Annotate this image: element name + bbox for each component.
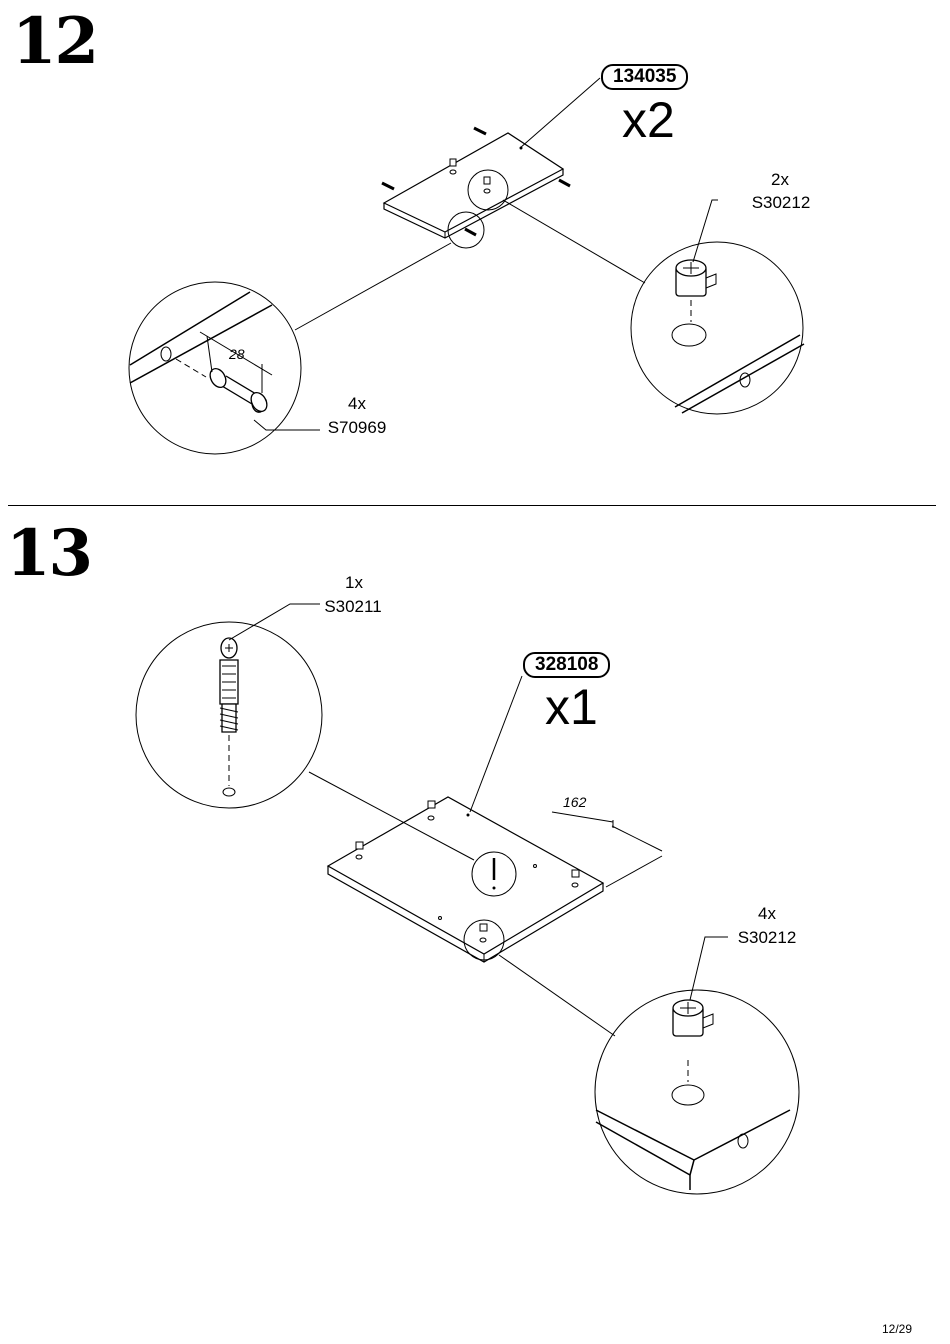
dowel-qty-label: 4x <box>348 394 366 413</box>
part-quantity: x1 <box>545 679 598 735</box>
panel-328108 <box>328 797 603 962</box>
dimension-label: 28 <box>229 346 245 362</box>
detail-bolt-13 <box>136 604 322 808</box>
detail-dowel-12 <box>129 282 320 454</box>
step-divider <box>8 505 936 506</box>
dimension-label: 162 <box>563 794 587 810</box>
part-quantity: x2 <box>622 92 675 148</box>
part-number-badge: 134035 <box>601 64 689 90</box>
panel-134035 <box>382 128 570 248</box>
step-number-13: 13 <box>6 516 93 591</box>
bolt-code-label: S30211 <box>324 597 382 616</box>
cam-code-label: S30212 <box>751 193 811 212</box>
dowel-code-label: S70969 <box>327 418 387 437</box>
cam-qty-label: 2x <box>771 170 789 189</box>
bolt-qty-label: 1x <box>345 573 363 592</box>
cam-qty-label: 4x <box>758 904 776 923</box>
cam-code-label: S30212 <box>737 928 797 947</box>
step-number-12: 12 <box>12 4 99 79</box>
detail-cam-13 <box>595 937 799 1194</box>
detail-cam-12 <box>631 200 804 414</box>
page-number: 12/29 <box>881 1322 912 1336</box>
part-number-badge: 328108 <box>523 652 611 678</box>
